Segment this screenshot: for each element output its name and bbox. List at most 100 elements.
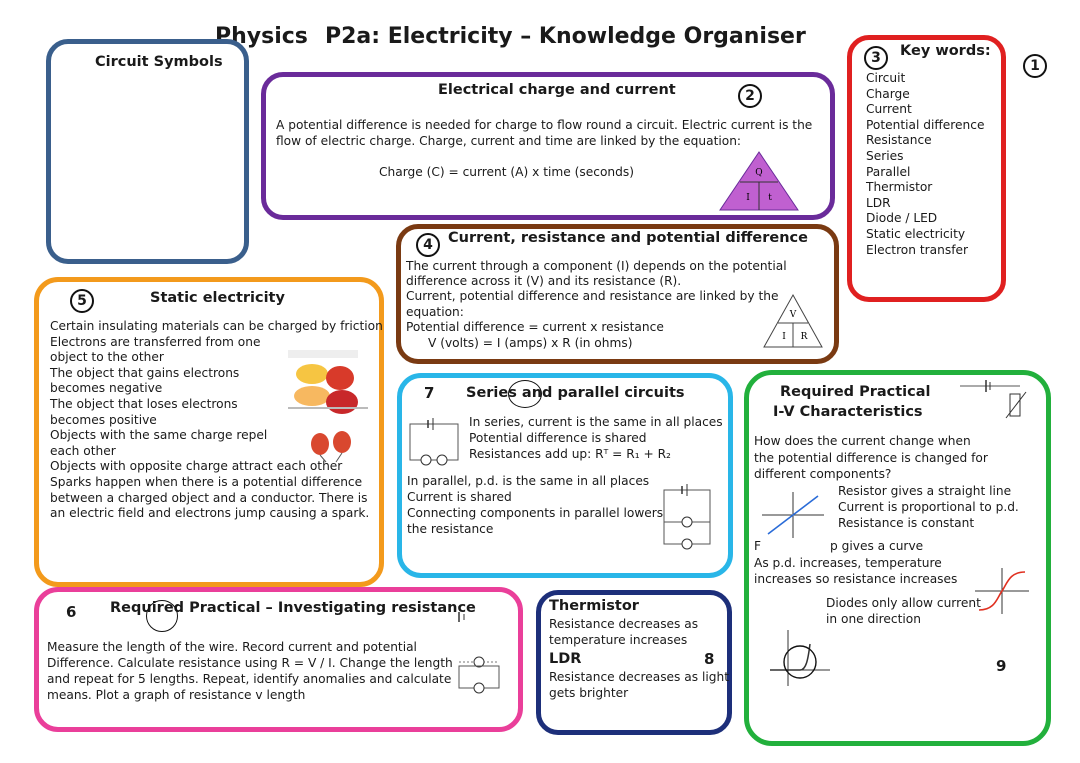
charge-current-line-1: A potential difference is needed for cha… bbox=[276, 118, 813, 132]
triangle-r: R bbox=[801, 332, 808, 342]
current-resistance-heading: Current, resistance and potential differ… bbox=[448, 230, 808, 246]
iv-question-3: different components? bbox=[754, 467, 892, 481]
resistance-practical-heading: Required Practical – Investigating resis… bbox=[110, 600, 476, 616]
cr-line-6: V (volts) = I (amps) x R (in ohms) bbox=[428, 336, 633, 350]
filament-graph-icon bbox=[975, 568, 1029, 614]
thermistor-line-2: temperature increases bbox=[549, 633, 688, 647]
iv-diode-1: Diodes only allow current bbox=[826, 596, 981, 610]
key-word-item: Thermistor bbox=[866, 180, 933, 195]
resistor-graph-icon bbox=[762, 492, 824, 538]
key-word-item: Static electricity bbox=[866, 226, 966, 241]
page-number: 1 bbox=[1023, 54, 1047, 78]
key-words-box bbox=[847, 35, 1006, 302]
static-line: Electrons are transferred from one bbox=[50, 334, 261, 349]
annotation-circle-2 bbox=[146, 600, 178, 632]
thermistor-heading: Thermistor bbox=[549, 598, 639, 614]
static-line: Objects with the same charge repel bbox=[50, 428, 268, 443]
charge-triangle-icon: Q I t bbox=[719, 151, 799, 211]
iv-resistor-2: Current is proportional to p.d. bbox=[838, 500, 1019, 514]
static-heading: Static electricity bbox=[150, 290, 285, 306]
section-number-3: 3 bbox=[864, 46, 888, 70]
parallel-line-4: the resistance bbox=[407, 522, 494, 536]
section-number-6: 6 bbox=[66, 603, 77, 621]
static-line: The object that loses electrons bbox=[50, 396, 238, 411]
triangle-t: t bbox=[768, 193, 772, 203]
series-circuit-icon bbox=[409, 418, 459, 466]
static-line: becomes positive bbox=[50, 412, 157, 427]
iv-resistor-3: Resistance is constant bbox=[838, 516, 975, 530]
charge-current-line-2: flow of electric charge. Charge, current… bbox=[276, 134, 742, 148]
iv-heading-2: I-V Characteristics bbox=[773, 404, 923, 420]
static-box bbox=[34, 277, 384, 587]
circuit-symbols-box bbox=[46, 39, 249, 264]
section-number-2: 2 bbox=[738, 84, 762, 108]
section-number-8: 8 bbox=[704, 650, 715, 668]
iv-resistor-1: Resistor gives a straight line bbox=[838, 484, 1012, 498]
iv-question-2: the potential difference is changed for bbox=[754, 451, 988, 465]
triangle-i2: I bbox=[782, 332, 786, 342]
cr-line-5: Potential difference = current x resista… bbox=[406, 320, 664, 334]
section-number-4: 4 bbox=[416, 233, 440, 257]
series-line-2: Potential difference is shared bbox=[469, 431, 647, 445]
parallel-line-2: Current is shared bbox=[407, 490, 512, 504]
thermistor-ldr-box bbox=[536, 590, 732, 735]
triangle-q: Q bbox=[755, 168, 762, 178]
diode-graph-icon bbox=[770, 630, 830, 686]
series-line-1: In series, current is the same in all pl… bbox=[469, 415, 723, 429]
parallel-line-1: In parallel, p.d. is the same in all pla… bbox=[407, 474, 650, 488]
static-line: Sparks happen when there is a potential … bbox=[50, 474, 363, 489]
key-word-item: Parallel bbox=[866, 164, 911, 179]
key-words-heading: Key words: bbox=[900, 43, 991, 59]
rp-line-4: means. Plot a graph of resistance v leng… bbox=[47, 688, 306, 702]
static-line: each other bbox=[50, 443, 116, 458]
parallel-circuit-icon bbox=[663, 484, 711, 550]
resistance-circuit-icon bbox=[458, 612, 500, 694]
static-line: an electric field and electrons jump cau… bbox=[50, 506, 370, 521]
iv-filament-1: p gives a curve bbox=[830, 539, 924, 553]
iv-heading-1: Required Practical bbox=[780, 384, 931, 400]
key-word-item: Diode / LED bbox=[866, 211, 938, 226]
thermistor-line-1: Resistance decreases as bbox=[549, 617, 699, 631]
static-line: Objects with opposite charge attract eac… bbox=[50, 459, 343, 474]
page-title: P2a: Electricity – Knowledge Organiser bbox=[325, 24, 806, 49]
static-line: between a charged object and a conductor… bbox=[50, 490, 368, 505]
iv-question-1: How does the current change when bbox=[754, 434, 971, 448]
static-line: The object that gains electrons bbox=[50, 365, 240, 380]
key-word-item: Series bbox=[866, 148, 904, 163]
static-line: Certain insulating materials can be char… bbox=[50, 319, 383, 333]
key-word-item: Resistance bbox=[866, 133, 932, 148]
iv-filament-label: F bbox=[754, 539, 762, 553]
series-line-3: Resistances add up: Rᵀ = R₁ + R₂ bbox=[469, 447, 671, 461]
key-word-item: LDR bbox=[866, 195, 891, 210]
triangle-i: I bbox=[746, 193, 750, 203]
cr-line-4: equation: bbox=[406, 305, 464, 319]
section-number-7: 7 bbox=[424, 384, 435, 402]
current-resistance-box bbox=[396, 224, 839, 364]
cr-line-2: difference across it (V) and its resista… bbox=[406, 274, 682, 288]
charge-current-heading: Electrical charge and current bbox=[438, 82, 676, 98]
ldr-line-1: Resistance decreases as light bbox=[549, 670, 729, 684]
cr-line-3: Current, potential difference and resist… bbox=[406, 289, 779, 303]
iv-filament-3: increases so resistance increases bbox=[754, 572, 958, 586]
static-lines: Certain insulating materials can be char… bbox=[50, 319, 383, 522]
key-word-item: Charge bbox=[866, 86, 910, 101]
balloon-icon bbox=[288, 350, 368, 463]
section-number-9: 9 bbox=[996, 657, 1007, 675]
triangle-v: V bbox=[789, 310, 797, 320]
static-line: object to the other bbox=[50, 350, 164, 365]
iv-diode-2: in one direction bbox=[826, 612, 921, 626]
resistance-practical-box bbox=[34, 587, 523, 732]
charge-equation: Charge (C) = current (A) x time (seconds… bbox=[379, 165, 634, 179]
key-word-item: Circuit bbox=[866, 71, 906, 85]
rp-line-3: and repeat for 5 lengths. Repeat, identi… bbox=[47, 672, 452, 686]
vir-triangle-icon: V I R bbox=[763, 293, 823, 348]
rp-line-2: Difference. Calculate resistance using R… bbox=[47, 656, 453, 670]
iv-filament-2: As p.d. increases, temperature bbox=[754, 556, 942, 570]
section-number-5: 5 bbox=[70, 289, 94, 313]
rp-line-1: Measure the length of the wire. Record c… bbox=[47, 640, 417, 654]
annotation-circle bbox=[508, 380, 542, 408]
static-line: becomes negative bbox=[50, 381, 163, 396]
series-parallel-heading: Series and parallel circuits bbox=[466, 385, 685, 401]
key-word-item: Current bbox=[866, 102, 912, 117]
